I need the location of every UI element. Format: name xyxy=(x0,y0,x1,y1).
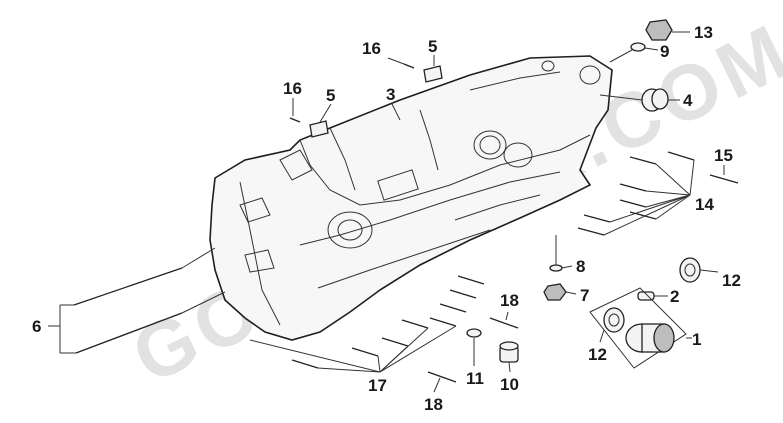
callout-13: 13 xyxy=(694,23,713,42)
bearing-1 xyxy=(589,287,687,369)
callout-5-lower: 5 xyxy=(326,86,335,105)
callout-5-upper: 5 xyxy=(428,37,437,56)
dowel-2 xyxy=(637,291,655,301)
bolt-14-set xyxy=(577,151,695,236)
filler-bolt-13 xyxy=(630,19,673,52)
stud-upper xyxy=(73,267,183,306)
callout-10: 10 xyxy=(500,375,519,394)
drain-bolt-7 xyxy=(543,264,567,301)
callout-16-upper: 16 xyxy=(362,39,381,58)
callout-9: 9 xyxy=(660,42,669,61)
callout-17: 17 xyxy=(368,376,387,395)
callout-7: 7 xyxy=(580,286,589,305)
callout-12-lower: 12 xyxy=(588,345,607,364)
callout-18-upper: 18 xyxy=(500,291,519,310)
bushing-4 xyxy=(641,88,669,112)
long-studs xyxy=(73,247,226,354)
callout-2: 2 xyxy=(670,287,679,306)
callout-11: 11 xyxy=(466,369,484,388)
bolt-17-set xyxy=(291,275,485,369)
callout-4: 4 xyxy=(683,91,693,110)
callout-16-lower: 16 xyxy=(283,79,302,98)
washer-8 xyxy=(549,264,563,272)
oil-seals-12 xyxy=(603,257,701,333)
bolts xyxy=(289,63,739,383)
callout-1: 1 xyxy=(692,330,701,349)
clips-5 xyxy=(309,65,443,138)
callout-12-upper: 12 xyxy=(722,271,741,290)
callout-labels: 13 9 4 3 5 5 16 16 15 14 12 2 8 7 1 12 6… xyxy=(32,23,741,414)
callout-14: 14 xyxy=(695,195,714,214)
leader-lines xyxy=(48,31,725,393)
callout-3: 3 xyxy=(386,85,395,104)
callout-18-lower: 18 xyxy=(424,395,443,414)
callout-15: 15 xyxy=(714,146,733,165)
callout-8: 8 xyxy=(576,257,585,276)
plug-10 xyxy=(466,328,519,363)
bolt-18-set xyxy=(427,317,519,383)
stud-lower xyxy=(75,312,183,354)
washer-11 xyxy=(466,328,482,338)
oring-9 xyxy=(630,42,646,52)
bolt-15 xyxy=(709,174,739,184)
callout-6: 6 xyxy=(32,317,41,336)
left-crankcase xyxy=(209,55,613,341)
bolt-16-set xyxy=(289,63,415,123)
